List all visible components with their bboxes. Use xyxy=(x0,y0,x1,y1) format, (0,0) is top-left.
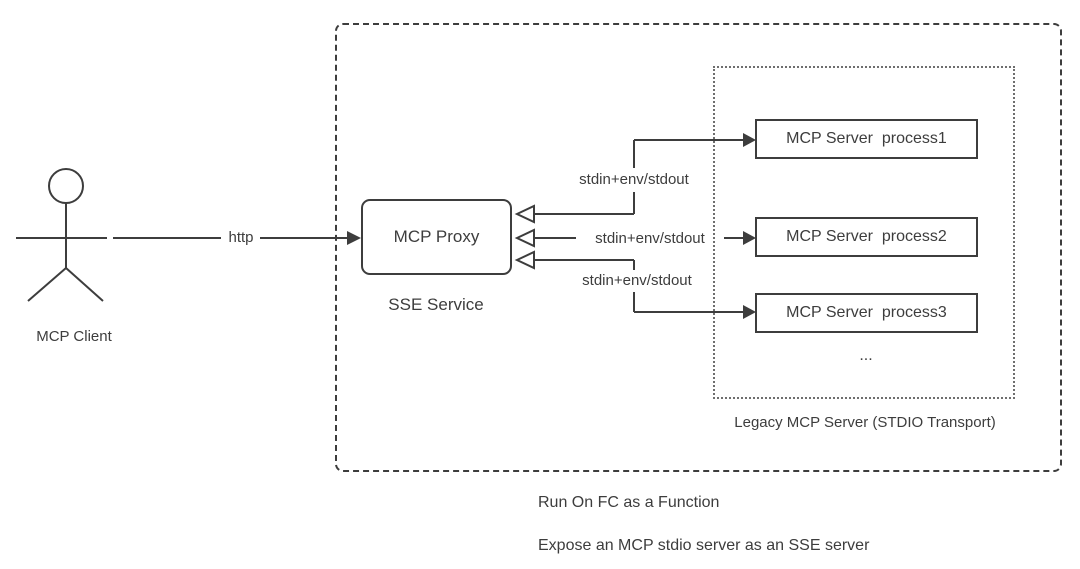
actor-icon xyxy=(16,168,107,302)
note-expose-sse: Expose an MCP stdio server as an SSE ser… xyxy=(538,537,870,554)
channel-2-label: stdin+env/stdout xyxy=(595,230,705,247)
proxy-open-arrowhead-3 xyxy=(514,250,535,270)
http-arrowhead xyxy=(347,231,361,245)
mcp-server-process3-node: MCP Server process3 xyxy=(755,293,978,333)
channel-1-line xyxy=(533,139,744,215)
mcp-server-process2-label: MCP Server process2 xyxy=(786,228,947,245)
server2-arrowhead xyxy=(743,231,756,245)
mcp-proxy-node: MCP Proxy xyxy=(361,199,512,275)
server1-arrowhead xyxy=(743,133,756,147)
channel-3-line xyxy=(533,259,744,313)
channel-3-label: stdin+env/stdout xyxy=(582,272,692,289)
mcp-server-process3-label: MCP Server process3 xyxy=(786,304,947,321)
note-run-on-fc: Run On FC as a Function xyxy=(538,494,720,511)
mcp-proxy-label: MCP Proxy xyxy=(393,227,480,246)
mcp-server-process1-node: MCP Server process1 xyxy=(755,119,978,159)
channel-1-label: stdin+env/stdout xyxy=(579,171,689,188)
sse-service-label: SSE Service xyxy=(388,295,484,314)
fc-function-boundary xyxy=(335,23,1062,472)
actor-label: MCP Client xyxy=(36,328,112,345)
proxy-open-arrowhead-1 xyxy=(514,204,535,224)
mcp-server-process1-label: MCP Server process1 xyxy=(786,130,947,147)
proxy-open-arrowhead-2 xyxy=(514,228,535,248)
legacy-mcp-server-group xyxy=(713,66,1015,399)
legacy-group-label: Legacy MCP Server (STDIO Transport) xyxy=(734,414,996,431)
servers-ellipsis: ... xyxy=(859,347,873,364)
server3-arrowhead xyxy=(743,305,756,319)
mcp-server-process2-node: MCP Server process2 xyxy=(755,217,978,257)
http-label: http xyxy=(228,229,254,246)
